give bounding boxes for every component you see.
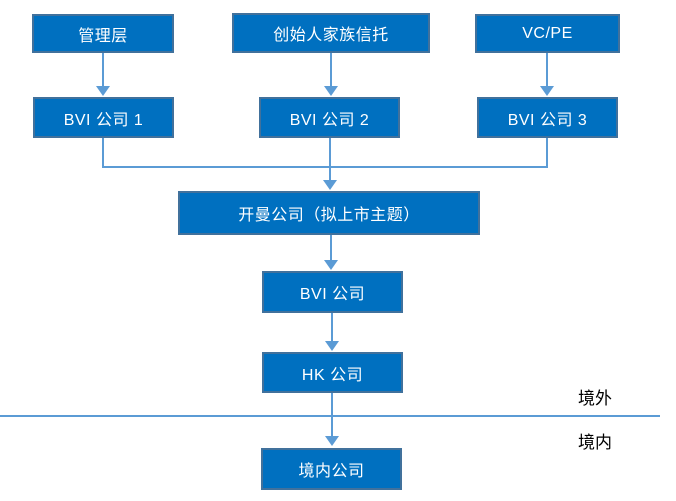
arrowhead-bvi-hk: [325, 341, 339, 351]
connector-cayman-bvi: [330, 235, 332, 260]
arrowhead-vcpe-bvi3: [540, 86, 554, 96]
connector-bvi-hk: [331, 313, 333, 341]
node-management: 管理层: [32, 14, 174, 53]
node-hk: HK 公司: [262, 352, 403, 393]
label-offshore: 境外: [578, 389, 612, 408]
arrowhead-hk-domestic: [325, 436, 339, 446]
connector-bvi3-drop: [546, 138, 548, 167]
node-founder-trust: 创始人家族信托: [232, 13, 430, 53]
node-domestic: 境内公司: [261, 448, 402, 490]
arrowhead-merge-cayman: [323, 180, 337, 190]
node-bvi-2: BVI 公司 2: [259, 97, 400, 138]
connector-hk-domestic: [331, 393, 333, 436]
arrowhead-cayman-bvi: [324, 260, 338, 270]
connector-merge-horizontal: [102, 166, 548, 168]
arrowhead-trust-bvi2: [324, 86, 338, 96]
arrowhead-management-bvi1: [96, 86, 110, 96]
connector-vcpe-bvi3: [546, 53, 548, 86]
node-bvi-3: BVI 公司 3: [477, 97, 618, 138]
node-vc-pe: VC/PE: [475, 14, 620, 53]
node-cayman: 开曼公司（拟上市主题）: [178, 191, 480, 235]
connector-bvi1-drop: [102, 138, 104, 167]
connector-management-bvi1: [102, 53, 104, 86]
label-onshore: 境内: [578, 433, 612, 452]
connector-bvi2-cayman: [329, 138, 331, 180]
node-bvi-1: BVI 公司 1: [33, 97, 174, 138]
connector-trust-bvi2: [330, 53, 332, 86]
node-bvi-holding: BVI 公司: [262, 271, 403, 313]
offshore-onshore-divider: [0, 415, 660, 417]
